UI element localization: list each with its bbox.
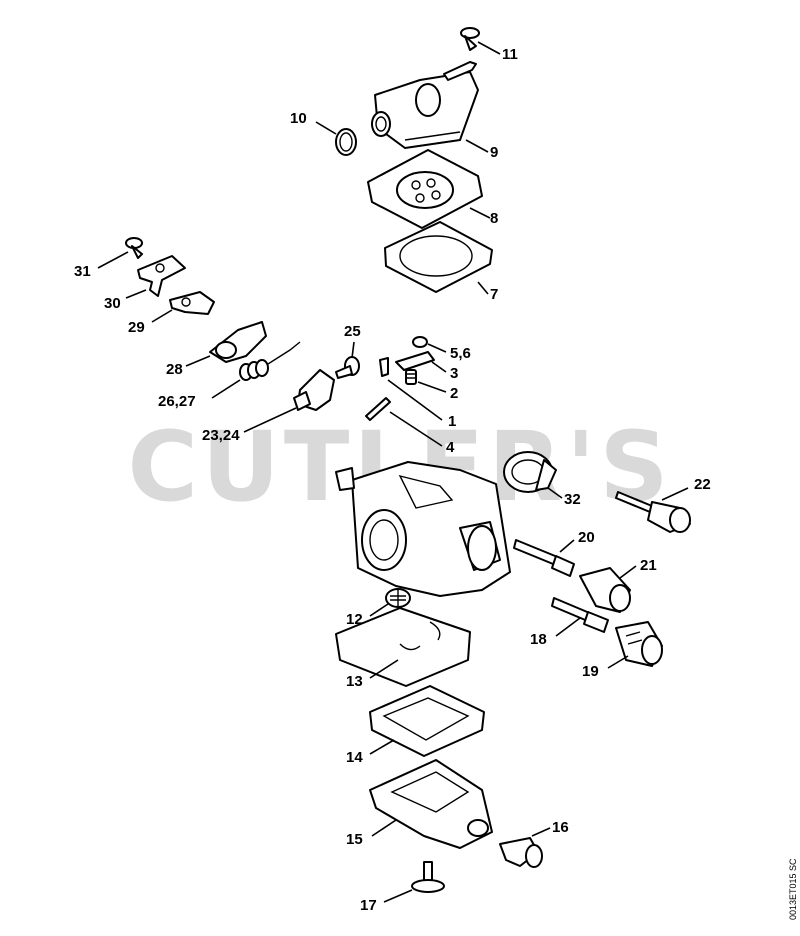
callout-18: 18 <box>530 631 547 648</box>
callout-8: 8 <box>490 210 498 227</box>
carburetor-body <box>335 461 511 597</box>
callout-2: 2 <box>450 385 458 402</box>
leader-lines <box>97 41 689 903</box>
callout-30: 30 <box>104 295 121 312</box>
callout-22: 22 <box>694 476 711 493</box>
callout-21: 21 <box>640 557 657 574</box>
callout-29: 29 <box>128 319 145 336</box>
part-26-27-spring <box>239 341 301 381</box>
callout-26-27: 26,27 <box>158 393 196 410</box>
part-8-diaphragm <box>367 149 483 229</box>
callout-11: 11 <box>502 46 518 63</box>
part-5-6-screw <box>412 336 428 348</box>
callout-28: 28 <box>166 361 183 378</box>
callout-12: 12 <box>346 611 363 628</box>
part-19-limiter-cap <box>615 621 663 667</box>
part-29-lever <box>169 291 215 315</box>
callout-3: 3 <box>450 365 458 382</box>
part-13-diaphragm <box>335 607 471 687</box>
part-30-lever <box>137 255 186 297</box>
callout-19: 19 <box>582 663 599 680</box>
callout-25: 25 <box>344 323 361 340</box>
callout-23-24: 23,24 <box>202 427 240 444</box>
part-23-24-shaft <box>293 369 335 411</box>
callout-32: 32 <box>564 491 581 508</box>
part-12-strainer <box>385 588 411 608</box>
part-9-cover <box>371 61 479 149</box>
document-id: 0013ET015 SC <box>788 858 798 920</box>
callout-5-6: 5,6 <box>450 345 471 362</box>
callout-10: 10 <box>290 110 307 127</box>
part-32-pump <box>503 451 557 493</box>
callout-17: 17 <box>360 897 377 914</box>
part-21-limiter-cap <box>579 567 631 613</box>
callout-20: 20 <box>578 529 595 546</box>
callout-13: 13 <box>346 673 363 690</box>
part-14-gasket <box>369 685 485 757</box>
part-7-gasket <box>384 221 493 293</box>
part-1-needle <box>379 357 389 377</box>
part-16-screw <box>499 837 543 868</box>
part-31-screw <box>125 237 143 259</box>
part-17-screw <box>411 861 445 893</box>
callout-31: 31 <box>74 263 91 280</box>
callout-14: 14 <box>346 749 363 766</box>
part-3-lever <box>395 351 435 371</box>
part-2-spring <box>405 369 417 385</box>
part-11-screw <box>460 27 480 51</box>
part-20-needle <box>513 539 575 577</box>
part-25-screw <box>335 356 360 379</box>
callout-1: 1 <box>448 413 456 430</box>
callout-9: 9 <box>490 144 498 161</box>
callout-16: 16 <box>552 819 569 836</box>
callout-7: 7 <box>490 286 498 303</box>
callout-15: 15 <box>346 831 363 848</box>
part-15-pump-cover <box>369 759 493 849</box>
callout-4: 4 <box>446 439 455 456</box>
callout-labels: 11 10 9 8 7 31 30 29 28 26,27 23,24 25 5… <box>74 46 711 914</box>
part-4-pin <box>365 397 391 421</box>
part-28-lever <box>209 321 267 363</box>
part-22-adjusting-screw <box>615 491 691 533</box>
part-10-o-ring <box>335 128 357 156</box>
part-18-needle <box>551 597 609 633</box>
